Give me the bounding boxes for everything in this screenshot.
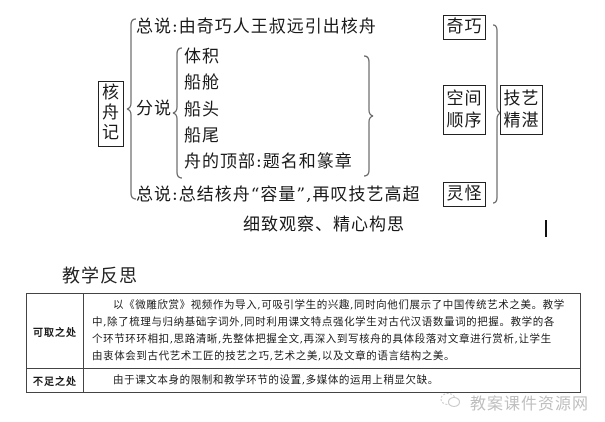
summary-line: 细致观察、精心构思 bbox=[243, 215, 405, 235]
detail-item: 舟的顶部:题名和篆章 bbox=[184, 152, 353, 172]
wechat-icon bbox=[440, 393, 460, 407]
content-line: 中,除了梳理与归纳基础字词外,同时利用课文特点强化学生对古代汉语数量词的把握。教… bbox=[92, 316, 555, 328]
content-line: 由于课文本身的限制和教学环节的设置,多媒体的运用上稍显欠缺。 bbox=[113, 374, 439, 386]
detail-label: 分说 bbox=[136, 99, 172, 119]
detail-item: 船尾 bbox=[184, 126, 220, 146]
detail-item: 体积 bbox=[184, 47, 220, 67]
detail-item: 船舱 bbox=[184, 73, 220, 93]
main-brace bbox=[126, 17, 138, 201]
detail-brace bbox=[172, 46, 184, 180]
root-char: 记 bbox=[102, 123, 120, 143]
intro-text: 总说:由奇巧人王叔远引出核舟 bbox=[136, 17, 377, 37]
box-skill-exquisite: 技艺 精湛 bbox=[500, 85, 543, 135]
box-line: 空间 bbox=[446, 89, 483, 109]
content-line: 由衷体会到古代艺术工匠的技艺之巧,艺术之美,以及文章的语言结构之美。 bbox=[92, 350, 456, 362]
content-line: 以《微雕欣赏》视频作为导入,可吸引学生的兴趣,同时向他们展示了中国传统艺术之美。… bbox=[113, 299, 565, 311]
root-title-box: 核 舟 记 bbox=[98, 81, 124, 147]
watermark-text: 教案课件资源网 bbox=[470, 394, 590, 413]
text-cursor bbox=[545, 220, 547, 237]
table-row: 不足之处 由于课文本身的限制和教学环节的设置,多媒体的运用上稍显欠缺。 bbox=[26, 368, 581, 393]
box-linggua: 灵怪 bbox=[443, 182, 486, 207]
root-char: 舟 bbox=[102, 103, 120, 123]
reflection-table: 可取之处 以《微雕欣赏》视频作为导入,可吸引学生的兴趣,同时向他们展示了中国传统… bbox=[26, 293, 581, 393]
detail-close-brace bbox=[362, 54, 374, 178]
box-line: 顺序 bbox=[446, 111, 483, 131]
content-line: 个环节环环相扣,思路清晰,先整体把握全文,再深入到写核舟的具体段落对文章进行赏析… bbox=[92, 333, 552, 345]
table-row: 可取之处 以《微雕欣赏》视频作为导入,可吸引学生的兴趣,同时向他们展示了中国传统… bbox=[26, 293, 581, 369]
row-content: 以《微雕欣赏》视频作为导入,可吸引学生的兴趣,同时向他们展示了中国传统艺术之美。… bbox=[83, 293, 581, 369]
row-content: 由于课文本身的限制和教学环节的设置,多媒体的运用上稍显欠缺。 bbox=[83, 368, 581, 393]
box-qiqiao: 奇巧 bbox=[443, 15, 486, 40]
row-label: 不足之处 bbox=[26, 368, 84, 393]
root-char: 核 bbox=[102, 83, 120, 103]
box-line: 技艺 bbox=[503, 89, 540, 109]
detail-item: 船头 bbox=[184, 100, 220, 120]
row-label: 可取之处 bbox=[26, 293, 84, 369]
reflection-heading: 教学反思 bbox=[62, 266, 138, 287]
box-line: 精湛 bbox=[503, 111, 540, 131]
box-spatial-order: 空间 顺序 bbox=[443, 85, 486, 135]
conclusion-text: 总说:总结核舟“容量”,再叹技艺高超 bbox=[136, 185, 421, 205]
